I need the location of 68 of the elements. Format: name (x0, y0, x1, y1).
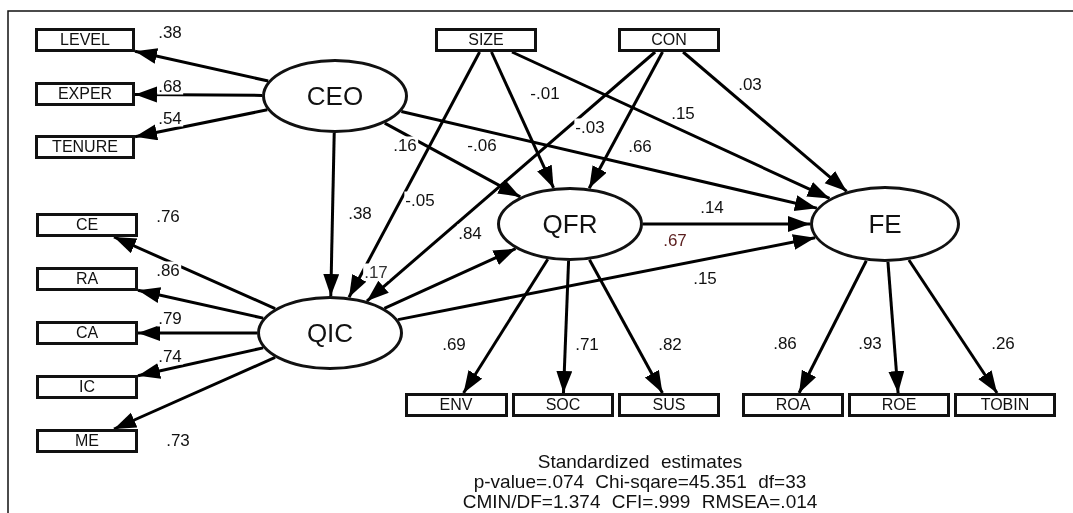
path-coefficient: .66 (627, 137, 653, 155)
path-arrow (138, 325, 257, 341)
path-coefficient: -.06 (466, 136, 498, 154)
path-arrow (383, 247, 517, 310)
path-coefficient: .67 (662, 231, 688, 249)
latent-variable-ellipse: FE (810, 186, 960, 262)
path-coefficient: .71 (574, 335, 600, 353)
path-coefficient: .73 (165, 431, 191, 449)
path-coefficient: .38 (157, 23, 183, 41)
observed-variable-box: TOBIN (954, 393, 1056, 417)
estimates-heading: Standardized estimates (536, 452, 744, 471)
path-arrow (384, 121, 521, 199)
latent-variable-ellipse: QFR (497, 187, 643, 261)
path-coefficient: .54 (157, 109, 183, 127)
path-arrow (490, 51, 555, 189)
path-coefficient: .84 (457, 224, 483, 242)
observed-variable-box: ENV (404, 393, 508, 417)
path-arrow (682, 50, 848, 193)
path-coefficient: .79 (157, 309, 183, 327)
observed-variable-box: ROA (742, 393, 844, 417)
observed-variable-box: SOC (512, 393, 614, 417)
latent-variable-ellipse: QIC (257, 296, 403, 370)
path-arrow (643, 216, 810, 232)
path-coefficient: .15 (692, 269, 718, 287)
observed-variable-box: LEVEL (35, 28, 135, 52)
fit-statistics: CMIN/DF=1.374 CFI=.999 RMSEA=.014 (461, 492, 819, 511)
observed-variable-box: EXPER (35, 82, 135, 106)
path-arrow (511, 50, 831, 200)
path-arrow (323, 132, 340, 297)
path-arrow (797, 260, 868, 394)
path-arrow (365, 50, 657, 303)
path-arrow (135, 86, 263, 103)
path-coefficient: .74 (157, 347, 183, 365)
path-arrow (587, 51, 664, 189)
path-arrow (556, 260, 573, 394)
path-coefficient: .26 (990, 334, 1016, 352)
path-arrow (113, 235, 276, 310)
path-coefficient: .69 (441, 335, 467, 353)
path-coefficient: .86 (155, 261, 181, 279)
path-coefficient: .15 (670, 104, 696, 122)
path-coefficient: -.01 (529, 84, 561, 102)
latent-variable-ellipse: CEO (262, 59, 408, 133)
path-coefficient: .68 (157, 77, 183, 95)
path-coefficient: -.03 (574, 118, 606, 136)
fit-statistics: p-value=.074 Chi-sqare=45.351 df=33 (472, 472, 808, 491)
path-coefficient: .38 (347, 204, 373, 222)
path-arrow (347, 51, 481, 298)
observed-variable-box: CON (618, 28, 720, 52)
observed-variable-box: CA (36, 321, 138, 345)
observed-variable-box: ME (36, 429, 138, 453)
observed-variable-box: RA (36, 267, 138, 291)
path-coefficient: .93 (857, 334, 883, 352)
path-coefficient: -.05 (404, 191, 436, 209)
path-coefficient: .03 (737, 75, 763, 93)
observed-variable-box: SUS (618, 393, 720, 417)
observed-variable-box: IC (36, 375, 138, 399)
path-coefficient: .86 (772, 334, 798, 352)
observed-variable-box: ROE (848, 393, 950, 417)
path-coefficient: .14 (699, 198, 725, 216)
observed-variable-box: CE (36, 213, 138, 237)
path-coefficient: .17 (363, 263, 389, 281)
path-arrow (886, 261, 905, 394)
path-coefficient: .82 (657, 335, 683, 353)
observed-variable-box: SIZE (435, 28, 537, 52)
path-coefficient: .16 (392, 136, 418, 154)
path-arrow (113, 356, 276, 431)
observed-variable-box: TENURE (35, 135, 135, 159)
path-coefficient: .76 (155, 207, 181, 225)
